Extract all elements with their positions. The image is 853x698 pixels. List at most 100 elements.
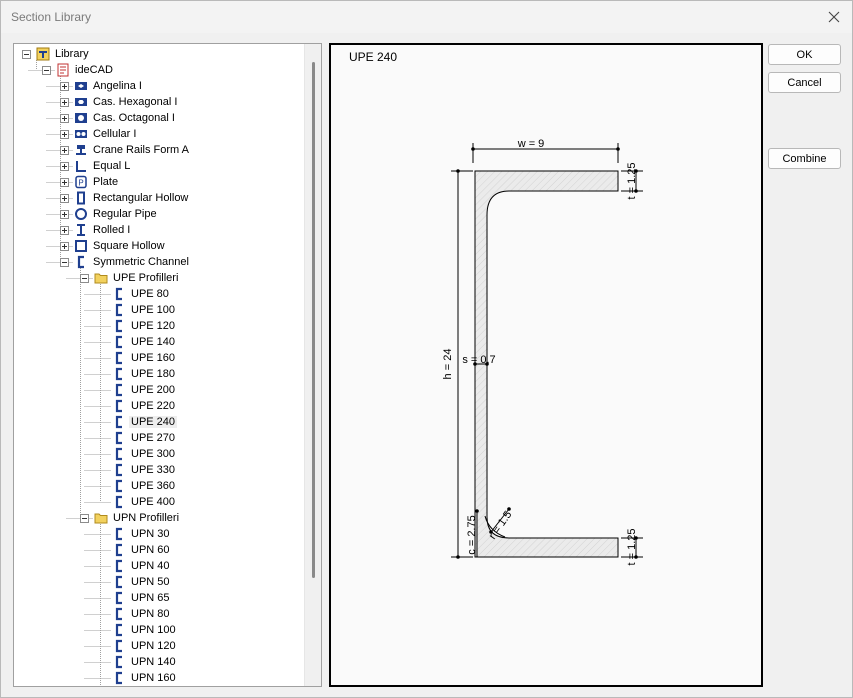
tree-scrollbar[interactable] — [304, 44, 321, 686]
channel-section-icon — [112, 287, 126, 301]
tree-node-label: UPE 220 — [131, 400, 176, 412]
library-icon — [36, 47, 50, 61]
tree-group-upn[interactable]: UPN Profilleri — [94, 510, 181, 526]
i-beam-icon — [74, 223, 88, 237]
tree-item-upe-0[interactable]: UPE 80 — [112, 286, 171, 302]
close-button[interactable] — [822, 5, 846, 29]
collapse-icon[interactable] — [22, 50, 31, 59]
tree-node-label: ideCAD — [75, 64, 113, 76]
ok-button[interactable]: OK — [768, 44, 841, 65]
tree-item-upn-2[interactable]: UPN 40 — [112, 558, 172, 574]
tree-family-1[interactable]: Cas. Hexagonal I — [74, 94, 179, 110]
expand-icon[interactable] — [60, 98, 69, 107]
tree-item-upe-2[interactable]: UPE 120 — [112, 318, 177, 334]
tree-item-upe-11[interactable]: UPE 330 — [112, 462, 177, 478]
expand-icon[interactable] — [60, 226, 69, 235]
tree-family-2[interactable]: Cas. Octagonal I — [74, 110, 177, 126]
tree-item-upn-9[interactable]: UPN 160 — [112, 670, 178, 686]
expand-icon[interactable] — [60, 194, 69, 203]
expand-icon[interactable] — [60, 178, 69, 187]
tree-item-upe-8[interactable]: UPE 240 — [112, 414, 178, 430]
tree-item-upn-3[interactable]: UPN 50 — [112, 574, 172, 590]
tree-node-label: UPE 80 — [131, 288, 169, 300]
channel-section-icon — [112, 655, 126, 669]
tree-node-label: UPN 40 — [131, 560, 170, 572]
tree-node-label: Symmetric Channel — [93, 256, 189, 268]
tree-item-upn-6[interactable]: UPN 100 — [112, 622, 178, 638]
tree-node-label: UPE 160 — [131, 352, 176, 364]
channel-section-icon — [112, 575, 126, 589]
tree-node-label: Cas. Octagonal I — [93, 112, 175, 124]
tree-item-upe-3[interactable]: UPE 140 — [112, 334, 177, 350]
tree-node-label: UPE 200 — [131, 384, 176, 396]
channel-section-icon — [112, 527, 126, 541]
tree-item-upe-6[interactable]: UPE 200 — [112, 382, 177, 398]
channel-section-icon — [112, 335, 126, 349]
combine-button[interactable]: Combine — [768, 148, 841, 169]
tree-item-upn-8[interactable]: UPN 140 — [112, 654, 178, 670]
channel-section-icon — [112, 639, 126, 653]
tree-family-4[interactable]: Crane Rails Form A — [74, 142, 191, 158]
tree-family-11[interactable]: Symmetric Channel — [74, 254, 191, 270]
tree-item-upe-12[interactable]: UPE 360 — [112, 478, 177, 494]
tree-item-upn-5[interactable]: UPN 80 — [112, 606, 172, 622]
top-flange-thickness-label: t = 1.25 — [626, 162, 638, 199]
tree-node-label: UPN 160 — [131, 672, 176, 684]
channel-section-icon — [112, 671, 126, 685]
tree-family-7[interactable]: Rectangular Hollow — [74, 190, 190, 206]
square-hollow-icon — [74, 239, 88, 253]
expand-icon[interactable] — [60, 242, 69, 251]
tree-group-upe[interactable]: UPE Profilleri — [94, 270, 180, 286]
channel-section-icon — [112, 303, 126, 317]
tree-node-label: UPE 300 — [131, 448, 176, 460]
tree-item-upe-5[interactable]: UPE 180 — [112, 366, 177, 382]
tree-item-upn-7[interactable]: UPN 120 — [112, 638, 178, 654]
tree-item-upn-4[interactable]: UPN 65 — [112, 590, 172, 606]
tree-item-upe-13[interactable]: UPE 400 — [112, 494, 177, 510]
tree-family-10[interactable]: Square Hollow — [74, 238, 167, 254]
tree-family-0[interactable]: Angelina I — [74, 78, 144, 94]
collapse-icon[interactable] — [60, 258, 69, 267]
tree-node-root[interactable]: Library — [36, 46, 91, 62]
collapse-icon[interactable] — [80, 274, 89, 283]
channel-section-icon — [112, 431, 126, 445]
channel-section-icon — [112, 399, 126, 413]
tree-family-5[interactable]: Equal L — [74, 158, 132, 174]
svg-text:P: P — [78, 179, 83, 188]
web-thickness-label: s = 0.7 — [462, 354, 495, 366]
tree-node-source[interactable]: ideCAD — [56, 62, 115, 78]
collapse-icon[interactable] — [80, 514, 89, 523]
expand-icon[interactable] — [60, 210, 69, 219]
tree-family-9[interactable]: Rolled I — [74, 222, 132, 238]
tree-item-upn-1[interactable]: UPN 60 — [112, 542, 172, 558]
tree-family-8[interactable]: Regular Pipe — [74, 206, 159, 222]
tree-item-upe-4[interactable]: UPE 160 — [112, 350, 177, 366]
tree-family-3[interactable]: Cellular I — [74, 126, 138, 142]
expand-icon[interactable] — [60, 114, 69, 123]
expand-icon[interactable] — [60, 162, 69, 171]
cancel-button[interactable]: Cancel — [768, 72, 841, 93]
expand-icon[interactable] — [60, 146, 69, 155]
channel-section-icon — [112, 543, 126, 557]
tree-item-upe-10[interactable]: UPE 300 — [112, 446, 177, 462]
tree-item-upe-1[interactable]: UPE 100 — [112, 302, 177, 318]
tree-item-upe-7[interactable]: UPE 220 — [112, 398, 177, 414]
tree-node-label: UPE Profilleri — [113, 272, 179, 284]
expand-icon[interactable] — [60, 82, 69, 91]
cellular-section-icon — [74, 127, 88, 141]
tree-node-label: Rolled I — [93, 224, 131, 236]
tree-item-upn-0[interactable]: UPN 30 — [112, 526, 172, 542]
tree-node-label: UPE 140 — [131, 336, 176, 348]
tree-item-upe-9[interactable]: UPE 270 — [112, 430, 177, 446]
tree-scrollbar-thumb[interactable] — [312, 62, 315, 578]
tree-node-label: UPE 240 — [129, 416, 178, 428]
tree-node-label: Regular Pipe — [93, 208, 157, 220]
tree-node-label: UPE 270 — [131, 432, 176, 444]
width-dimension-label: w = 9 — [517, 138, 545, 150]
expand-icon[interactable] — [60, 130, 69, 139]
channel-section-icon — [112, 447, 126, 461]
collapse-icon[interactable] — [42, 66, 51, 75]
